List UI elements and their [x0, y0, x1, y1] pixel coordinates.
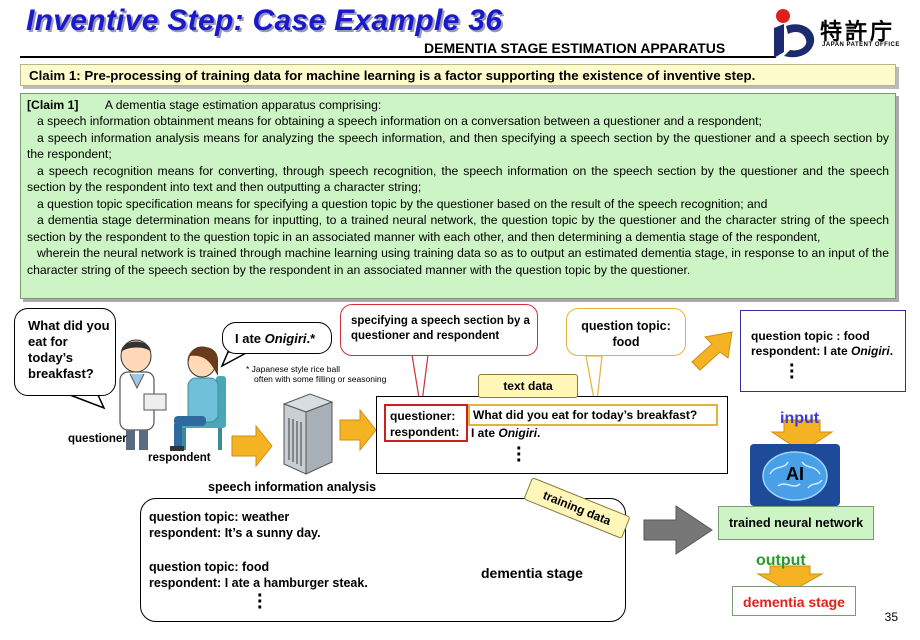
specify-section-callout: specifying a speech section by a questio…: [340, 304, 538, 356]
ai-brain-icon: AI: [750, 444, 840, 506]
input-label: input: [780, 410, 820, 427]
training-ellipsis: ···: [257, 585, 264, 619]
claim-paragraph: a speech information analysis means for …: [27, 130, 889, 162]
logo-japanese-text: 特許庁: [820, 19, 896, 44]
trained-network-label: trained neural network: [728, 516, 864, 530]
text-question-value: What did you eat for today’s breakfast?: [473, 408, 698, 422]
text-questioner-label: questioner:: [390, 409, 456, 423]
jpo-logo-icon: [774, 9, 815, 58]
claim-paragraph: a speech recognition means for convertin…: [27, 163, 889, 195]
claim-banner: Claim 1: Pre-processing of training data…: [20, 64, 896, 86]
dementia-output-label: dementia stage: [743, 594, 845, 610]
input-ellipsis: ···: [789, 355, 796, 389]
questioner-speech-bubble: What did you eat for today’s breakfast?: [14, 308, 116, 396]
claim-paragraph: wherein the neural network is trained th…: [27, 246, 889, 277]
claim-paragraph: a speech information obtainment means fo…: [37, 114, 762, 129]
input-respondent-italic: Onigiri: [851, 344, 890, 358]
training-respondent-1: respondent: It’s a sunny day.: [149, 526, 321, 540]
text-data-label: text data: [503, 379, 553, 393]
text-data-scroll: text data: [478, 374, 578, 398]
claim-heading-line: [Claim 1] A dementia stage estimation ap…: [27, 97, 889, 113]
footnote-line-1: * Japanese style rice ball: [246, 364, 341, 374]
respondent-label: respondent: [148, 452, 211, 464]
ai-label: AI: [786, 464, 804, 484]
footnote: * Japanese style rice ball often with so…: [246, 364, 386, 384]
input-respondent-line: respondent: I ate Onigiri.: [751, 344, 893, 358]
claim-paragraph: a question topic specification means for…: [37, 196, 768, 211]
page-title: Inventive Step: Case Example 36: [26, 4, 503, 37]
respondent-speech-suffix: .*: [306, 331, 316, 346]
topic-callout-line2: food: [612, 335, 640, 349]
input-topic-line: question topic : food: [751, 329, 870, 343]
trained-network-box: trained neural network: [718, 506, 874, 540]
training-data-box: question topic: weather respondent: It’s…: [140, 498, 626, 622]
respondent-speech-prefix: I ate: [235, 331, 265, 346]
respondent-speech-text: I ate Onigiri.*: [235, 331, 315, 346]
text-data-box: [376, 396, 728, 474]
text-respondent-prefix: I ate: [471, 426, 499, 440]
respondent-speech-bubble: I ate Onigiri.*: [222, 322, 332, 354]
text-respondent-suffix: .: [537, 426, 541, 440]
speaker-labels-box: questioner: respondent:: [384, 404, 468, 442]
text-respondent-label: respondent:: [390, 425, 460, 439]
text-ellipsis: ···: [516, 438, 523, 472]
topic-callout-line1: question topic:: [581, 319, 671, 333]
topic-callout: question topic: food: [566, 308, 686, 356]
text-respondent-italic: Onigiri: [498, 426, 538, 440]
claim-intro: A dementia stage estimation apparatus co…: [104, 98, 382, 112]
doctor-patient-illustration-icon: [119, 339, 226, 451]
title-underline: [20, 56, 776, 58]
page-subtitle: DEMENTIA STAGE ESTIMATION APPARATUS: [424, 40, 726, 56]
server-icon: [282, 393, 334, 475]
claim-heading: [Claim 1]: [27, 98, 79, 112]
speech-analysis-label: speech information analysis: [208, 480, 377, 494]
claim-paragraph: a dementia stage determination means for…: [27, 213, 889, 244]
text-respondent-value: I ate Onigiri.: [471, 426, 540, 440]
claim-text-box: [Claim 1] A dementia stage estimation ap…: [20, 93, 896, 299]
output-label: output: [756, 552, 806, 569]
training-respondent-2: respondent: I ate a hamburger steak.: [149, 576, 368, 590]
footnote-line-2: often with some filling or seasoning: [254, 374, 387, 384]
training-dementia-label: dementia stage: [481, 565, 583, 581]
respondent-speech-italic: Onigiri: [264, 331, 307, 346]
input-data-box: question topic : food respondent: I ate …: [740, 310, 906, 392]
questioner-label: questioner: [68, 433, 127, 445]
training-topic-2: question topic: food: [149, 560, 270, 574]
dementia-output-box: dementia stage: [732, 586, 856, 616]
logo-english-text: JAPAN PATENT OFFICE: [822, 42, 900, 48]
input-respondent-suffix: .: [889, 344, 894, 358]
input-respondent-prefix: respondent: I ate: [751, 344, 852, 358]
page-number: 35: [884, 610, 898, 624]
brain-icon: [762, 451, 828, 501]
questioner-speech-text: What did you eat for today’s breakfast?: [28, 318, 110, 381]
question-text-box: What did you eat for today’s breakfast?: [468, 404, 718, 426]
specify-section-text: specifying a speech section by a questio…: [351, 315, 530, 342]
training-topic-1: question topic: weather: [149, 510, 290, 524]
